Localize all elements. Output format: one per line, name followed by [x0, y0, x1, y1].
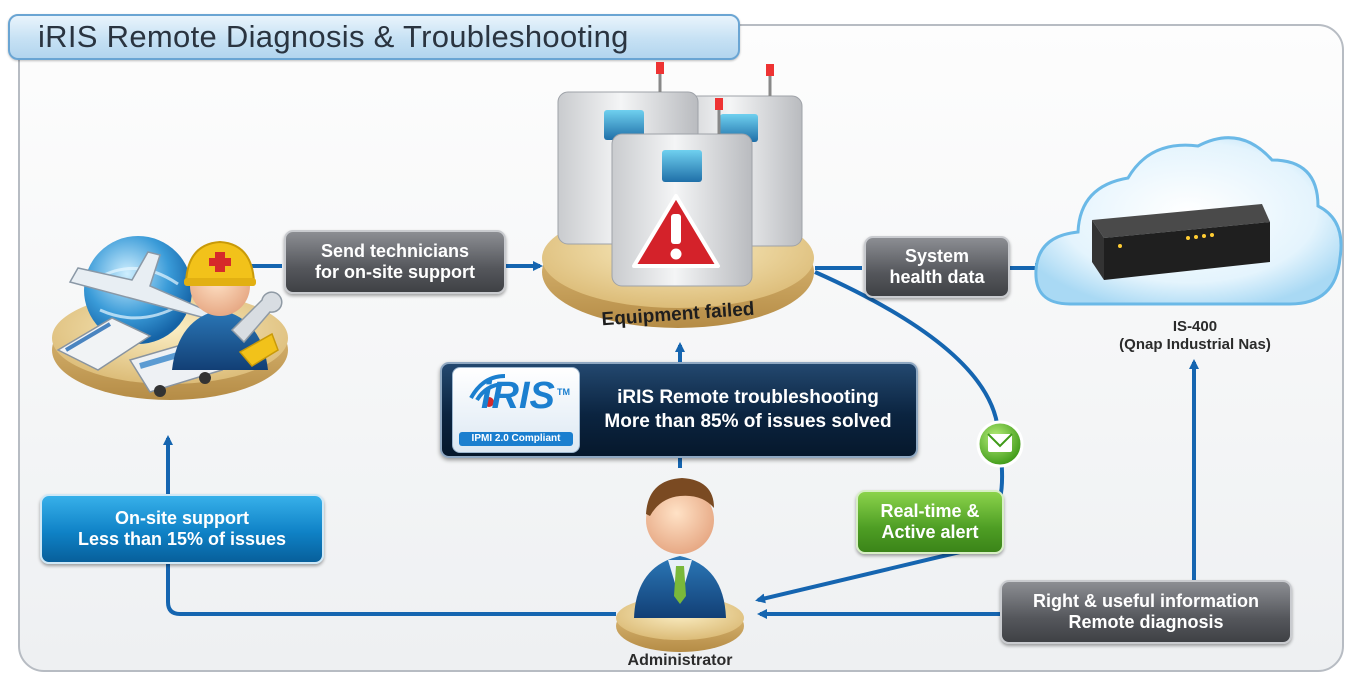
realtime-alert-line2: Active alert: [881, 522, 979, 542]
email-icon: [976, 420, 1024, 468]
arrow-alert-to-admin: [755, 550, 961, 604]
iris-signal-icon: [469, 374, 506, 407]
send-technicians-line2: for on-site support: [315, 262, 475, 282]
system-health-line2: health data: [889, 267, 985, 287]
onsite-support-label: On-site support Less than 15% of issues: [40, 494, 324, 564]
iris-logo: iRIS TM IPMI 2.0 Compliant: [452, 367, 580, 453]
nas-device-icon: [1092, 204, 1270, 280]
connector-arrows: [163, 266, 1199, 619]
realtime-alert-line1: Real-time &: [880, 501, 980, 521]
iris-remote-label: iRIS TM IPMI 2.0 Compliant iRIS Remote t…: [440, 362, 918, 458]
administrator-label: Administrator: [627, 652, 733, 669]
system-health-line1: System: [904, 246, 970, 266]
iris-logo-text: iRIS: [481, 375, 555, 417]
iris-logo-subtitle: IPMI 2.0 Compliant: [459, 432, 573, 446]
onsite-support-line1: On-site support: [115, 508, 249, 528]
technician-icon: [172, 240, 283, 370]
realtime-alert-label: Real-time & Active alert: [856, 490, 1004, 554]
device-name-line2: (Qnap Industrial Nas): [1119, 336, 1271, 353]
right-info-line2: Remote diagnosis: [1068, 612, 1224, 632]
arrow-alert-curve: [814, 270, 1005, 499]
send-technicians-label: Send technicians for on-site support: [284, 230, 506, 294]
right-info-line1: Right & useful information: [1033, 591, 1259, 611]
iris-remote-line2: More than 85% of issues solved: [604, 411, 892, 432]
train-icon: [56, 317, 152, 371]
device-name-line1: IS-400: [1172, 318, 1218, 335]
iris-remote-text: iRIS Remote troubleshooting More than 85…: [580, 386, 916, 434]
warning-icon: [632, 194, 720, 268]
system-health-label: System health data: [864, 236, 1010, 298]
right-info-label: Right & useful information Remote diagno…: [1000, 580, 1292, 644]
title-tab: iRIS Remote Diagnosis & Troubleshooting: [8, 14, 740, 60]
device-name-label: IS-400 (Qnap Industrial Nas): [1100, 318, 1290, 354]
onsite-support-line2: Less than 15% of issues: [77, 529, 287, 549]
administrator-icon: [634, 478, 726, 618]
arrow-onsite-loop: [163, 435, 616, 616]
diagram-title: iRIS Remote Diagnosis & Troubleshooting: [38, 19, 629, 54]
send-technicians-line1: Send technicians: [320, 241, 470, 261]
iris-logo-tm: TM: [557, 387, 570, 397]
iris-remote-line1: iRIS Remote troubleshooting: [617, 387, 879, 408]
